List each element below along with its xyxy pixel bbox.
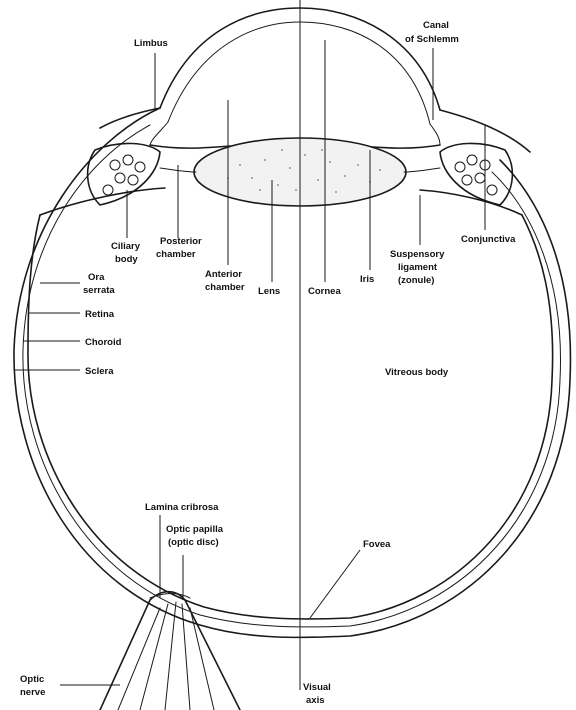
label-choroid: Choroid: [85, 337, 122, 348]
label-anterior-2: chamber: [205, 282, 245, 293]
label-papilla-1: Optic papilla: [166, 524, 224, 535]
label-papilla-2: (optic disc): [168, 537, 219, 548]
label-visual-2: axis: [306, 695, 325, 706]
label-posterior-2: chamber: [156, 249, 196, 260]
label-posterior-1: Posterior: [160, 236, 202, 247]
label-retina: Retina: [85, 309, 115, 320]
label-ciliary-1: Ciliary: [111, 241, 141, 252]
label-optic-2: nerve: [20, 687, 45, 698]
ciliary-body-right: [440, 143, 512, 205]
optic-nerve-fibers: [118, 602, 214, 710]
label-canal-2: of Schlemm: [405, 34, 459, 45]
leader-lines: [14, 40, 485, 685]
label-sclera: Sclera: [85, 366, 114, 377]
label-lamina: Lamina cribrosa: [145, 502, 219, 513]
iris-left: [150, 145, 230, 148]
label-ora-1: Ora: [88, 272, 105, 283]
label-suspensory-3: (zonule): [398, 275, 434, 286]
label-suspensory-2: ligament: [398, 262, 438, 273]
label-vitreous: Vitreous body: [385, 367, 449, 378]
label-limbus: Limbus: [134, 38, 168, 49]
label-ciliary-2: body: [115, 254, 138, 265]
label-anterior-1: Anterior: [205, 269, 242, 280]
anterior-chamber-angle-left: [150, 122, 168, 145]
label-conjunctiva: Conjunctiva: [461, 234, 516, 245]
anterior-chamber-angle-right: [430, 124, 440, 145]
label-optic-1: Optic: [20, 674, 44, 685]
lamina-cribrosa-shape: [150, 594, 190, 599]
label-fovea: Fovea: [363, 539, 391, 550]
label-canal-1: Canal: [423, 20, 449, 31]
label-suspensory-1: Suspensory: [390, 249, 445, 260]
label-visual-1: Visual: [303, 682, 331, 693]
label-iris: Iris: [360, 274, 374, 285]
label-lens: Lens: [258, 286, 280, 297]
label-ora-2: serrata: [83, 285, 115, 296]
zonule-right: [404, 168, 440, 172]
label-cornea: Cornea: [308, 286, 341, 297]
optic-nerve-outer: [100, 592, 240, 710]
